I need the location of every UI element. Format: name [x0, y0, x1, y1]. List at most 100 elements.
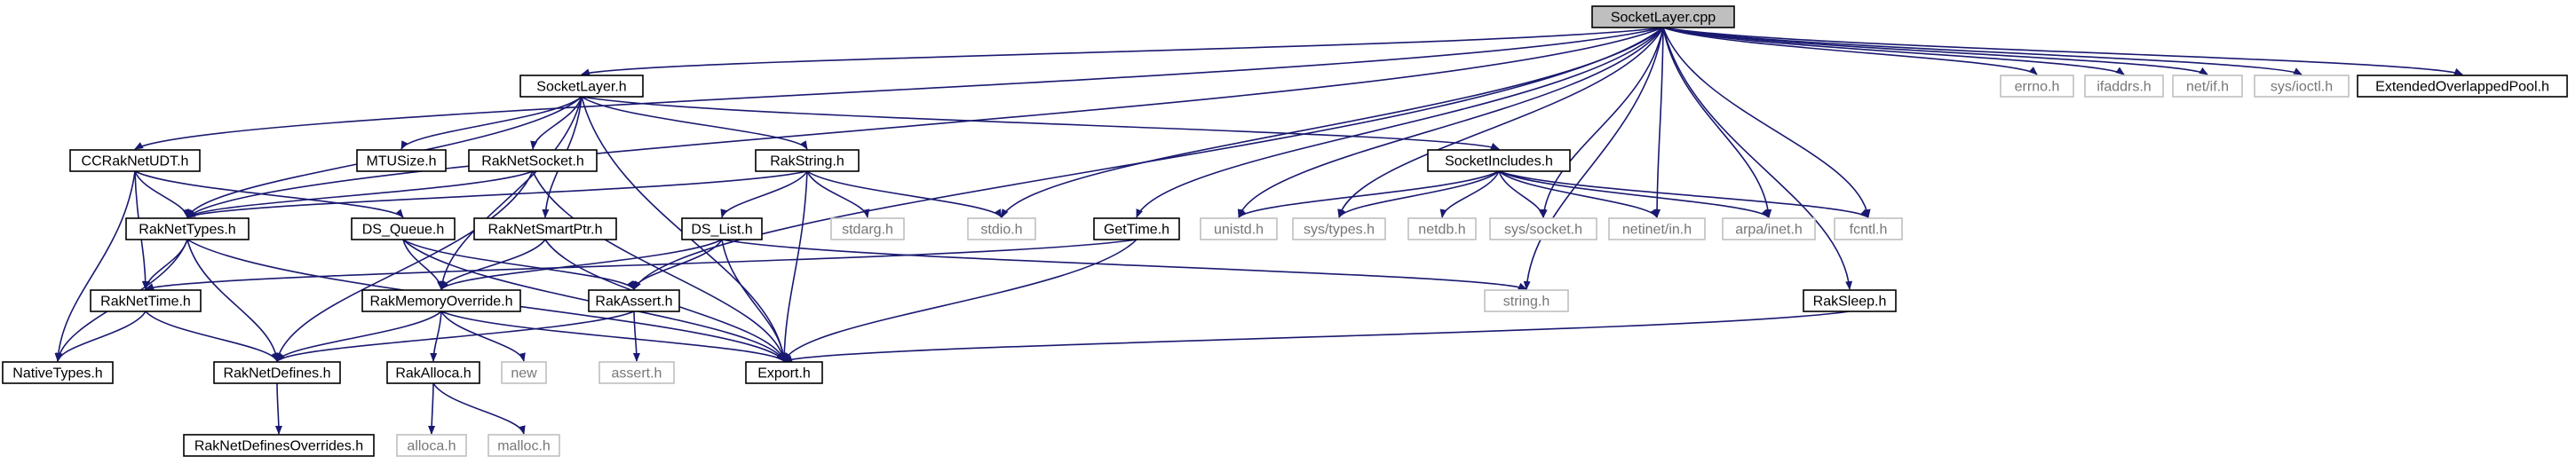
node-rakassert-h[interactable]: RakAssert.h	[588, 289, 680, 312]
node-label: RakNetDefinesOverrides.h	[194, 439, 363, 454]
node-label: stdarg.h	[842, 223, 893, 238]
node-label: RakMemoryOverride.h	[370, 295, 513, 310]
node-box	[1427, 149, 1571, 172]
node-label: stdio.h	[980, 223, 1022, 238]
node-mtusize-h[interactable]: MTUSize.h	[356, 149, 447, 172]
edge-socketlayer_cpp-to-ccraknetudt_h	[134, 27, 1664, 150]
edge-rakstring_h-to-stdarg_h	[806, 170, 870, 218]
node-label: unistd.h	[1214, 223, 1264, 238]
node-label: netinet/in.h	[1622, 223, 1692, 238]
edge-ds_list_h-to-string_h	[721, 239, 1527, 290]
edge-raknettypes_h-to-raknetdefines_h	[186, 239, 281, 362]
edge-raknettime_h-to-raknetdefines_h	[145, 311, 278, 362]
node-label: MTUSize.h	[366, 154, 436, 169]
node-label: RakNetSocket.h	[481, 154, 584, 169]
node-box	[386, 361, 480, 384]
node-box	[351, 217, 456, 240]
node-raknetsocket-h[interactable]: RakNetSocket.h	[468, 149, 598, 172]
node-label: SocketLayer.cpp	[1611, 11, 1716, 26]
edge-socketlayer_cpp-to-gettime_h	[1136, 27, 1664, 218]
node-rakmemoryoverride-h[interactable]: RakMemoryOverride.h	[361, 289, 521, 312]
node-label: DS_Queue.h	[362, 223, 445, 238]
node-extendedoverlappedpool-h[interactable]: ExtendedOverlappedPool.h	[2357, 75, 2568, 98]
node-rakalloca-h[interactable]: RakAlloca.h	[386, 361, 480, 384]
node-label: RakNetSmartPtr.h	[488, 223, 603, 238]
node-box	[598, 361, 675, 384]
node-raknetdefinesoverrides-h[interactable]: RakNetDefinesOverrides.h	[183, 434, 375, 457]
node-box	[69, 149, 201, 172]
node-malloc-h: malloc.h	[487, 434, 560, 457]
node-label: ExtendedOverlappedPool.h	[2375, 80, 2549, 95]
node-box	[361, 289, 521, 312]
node-sys-ioctl-h: sys/ioctl.h	[2254, 75, 2350, 98]
node-box	[1489, 217, 1597, 240]
node-label: RakAlloca.h	[395, 366, 471, 381]
node-box	[519, 75, 644, 98]
node-label: sys/types.h	[1304, 223, 1375, 238]
node-netdb-h: netdb.h	[1407, 217, 1477, 240]
node-box	[2, 361, 114, 384]
edge-socketincludes_h-to-netdb_h	[1439, 170, 1500, 218]
node-sys-socket-h: sys/socket.h	[1489, 217, 1597, 240]
node-label: assert.h	[612, 366, 662, 381]
edge-socketlayer_cpp-to-unistd_h	[1237, 27, 1664, 218]
node-export-h[interactable]: Export.h	[745, 361, 823, 384]
node-box	[745, 361, 823, 384]
edge-raknettime_h-to-nativetypes_h	[56, 311, 147, 362]
node-nativetypes-h[interactable]: NativeTypes.h	[2, 361, 114, 384]
node-gettime-h[interactable]: GetTime.h	[1093, 217, 1180, 240]
node-unistd-h: unistd.h	[1200, 217, 1278, 240]
edge-ccraknetudt_h-to-nativetypes_h	[54, 170, 136, 362]
node-box	[125, 217, 250, 240]
edge-rakmemoryoverride_h-to-new_h	[440, 311, 526, 362]
node-box	[90, 289, 202, 312]
node-socketlayer-h[interactable]: SocketLayer.h	[519, 75, 644, 98]
node-string-h: string.h	[1484, 289, 1569, 312]
node-label: Export.h	[757, 366, 811, 381]
node-ds-list-h[interactable]: DS_List.h	[681, 217, 763, 240]
edge-raksleep_h-to-export_h	[783, 311, 1851, 363]
node-label: arpa/inet.h	[1735, 223, 1803, 238]
node-raknettypes-h[interactable]: RakNetTypes.h	[125, 217, 250, 240]
edge-ds_queue_h-to-rakassert_h	[402, 239, 635, 290]
node-socketlayer-cpp[interactable]: SocketLayer.cpp	[1591, 5, 1735, 28]
node-raksleep-h[interactable]: RakSleep.h	[1803, 289, 1897, 312]
node-box	[1407, 217, 1477, 240]
node-ds-queue-h[interactable]: DS_Queue.h	[351, 217, 456, 240]
node-raknetsmartptr-h[interactable]: RakNetSmartPtr.h	[473, 217, 617, 240]
edge-socketincludes_h-to-sys_socket_h	[1498, 170, 1546, 218]
node-label: net/if.h	[2186, 80, 2229, 95]
node-box	[2357, 75, 2568, 98]
edge-socketlayer_h-to-raknetsocket_h	[530, 96, 583, 150]
node-box	[396, 434, 467, 457]
edge-socketlayer_cpp-to-sys_ioctl_h	[1662, 27, 2303, 75]
edge-rakalloca_h-to-alloca_h	[428, 382, 436, 435]
edge-socketlayer_cpp-to-netinet_in_h	[1653, 27, 1664, 218]
edge-socketlayer_h-to-mtusize_h	[400, 96, 583, 150]
edge-ccraknetudt_h-to-raknettypes_h	[134, 170, 190, 218]
node-net-if-h: net/if.h	[2172, 75, 2243, 98]
node-socketincludes-h[interactable]: SocketIncludes.h	[1427, 149, 1571, 172]
node-fcntl-h: fcntl.h	[1834, 217, 1903, 240]
edge-socketlayer_cpp-to-extendedoverlappedpool_h	[1662, 27, 2463, 75]
node-box	[1608, 217, 1706, 240]
node-box	[681, 217, 763, 240]
node-arpa-inet-h: arpa/inet.h	[1722, 217, 1816, 240]
edge-socketlayer_h-to-rakmemoryoverride_h	[438, 96, 583, 290]
edge-layer	[54, 27, 2463, 435]
edge-socketlayer_cpp-to-net_if_h	[1662, 27, 2208, 75]
node-alloca-h: alloca.h	[396, 434, 467, 457]
node-raknettime-h[interactable]: RakNetTime.h	[90, 289, 202, 312]
node-box	[468, 149, 598, 172]
edge-socketlayer_cpp-to-stdio_h	[1001, 27, 1664, 218]
edge-ds_queue_h-to-rakmemoryoverride_h	[402, 239, 444, 290]
node-label: errno.h	[2015, 80, 2060, 95]
edge-raknetsocket_h-to-export_h	[532, 170, 787, 362]
node-raknetdefines-h[interactable]: RakNetDefines.h	[213, 361, 341, 384]
node-ccraknetudt-h[interactable]: CCRakNetUDT.h	[69, 149, 201, 172]
node-rakstring-h[interactable]: RakString.h	[755, 149, 860, 172]
node-label: netdb.h	[1418, 223, 1465, 238]
edge-rakassert_h-to-assert_h	[632, 311, 640, 362]
node-label: RakSleep.h	[1813, 295, 1887, 310]
node-box	[1200, 217, 1278, 240]
